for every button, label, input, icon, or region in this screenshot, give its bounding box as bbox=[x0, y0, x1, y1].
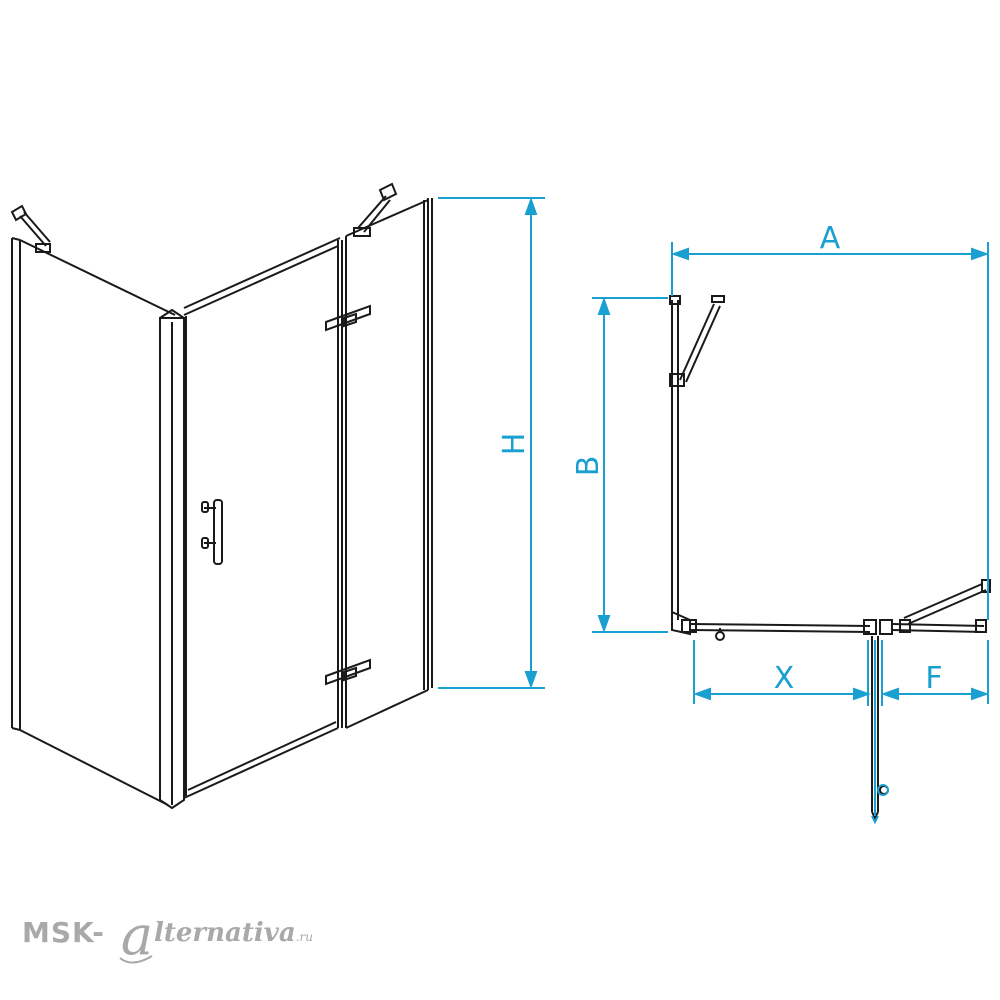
dimension-x bbox=[693, 640, 871, 704]
door-panel bbox=[183, 237, 343, 799]
dimension-f-label: F bbox=[925, 661, 942, 696]
upper-hinge bbox=[325, 304, 371, 332]
watermark: MSK- a lternativa.ru bbox=[22, 902, 342, 972]
watermark-at-letter: a bbox=[121, 906, 153, 966]
right-wall-bracket bbox=[353, 182, 398, 237]
left-wall-bracket bbox=[10, 204, 51, 253]
plan-corner bbox=[671, 610, 697, 636]
plan-view bbox=[669, 295, 991, 821]
corner-profile bbox=[159, 308, 185, 810]
plan-side-panel bbox=[669, 295, 681, 630]
dimension-f bbox=[881, 640, 989, 704]
watermark-suffix: .ru bbox=[295, 930, 313, 944]
door-handle bbox=[201, 499, 223, 565]
dimension-h-label: H bbox=[497, 433, 532, 456]
watermark-prefix: MSK- bbox=[22, 916, 105, 949]
dimension-b-label: B bbox=[571, 456, 606, 477]
plan-side-stabilizer bbox=[669, 295, 725, 387]
plan-fixed-panel bbox=[891, 619, 987, 633]
lower-hinge bbox=[325, 658, 371, 686]
perspective-view bbox=[10, 182, 433, 810]
plan-door bbox=[689, 623, 871, 641]
watermark-rest: lternativa bbox=[154, 918, 296, 948]
door-opening-extension bbox=[867, 640, 889, 825]
dimension-h bbox=[438, 197, 545, 689]
fixed-panel bbox=[345, 198, 433, 729]
dimension-a-label: A bbox=[820, 221, 841, 256]
dimension-x-label: X bbox=[774, 661, 795, 696]
plan-hinge bbox=[863, 619, 893, 635]
dimension-b bbox=[592, 297, 668, 633]
watermark-at-logo: a bbox=[119, 906, 153, 966]
plan-front-stabilizer bbox=[903, 579, 991, 625]
watermark-text: lternativa.ru bbox=[154, 918, 313, 948]
dimension-a bbox=[671, 242, 989, 620]
side-panel bbox=[11, 237, 176, 806]
